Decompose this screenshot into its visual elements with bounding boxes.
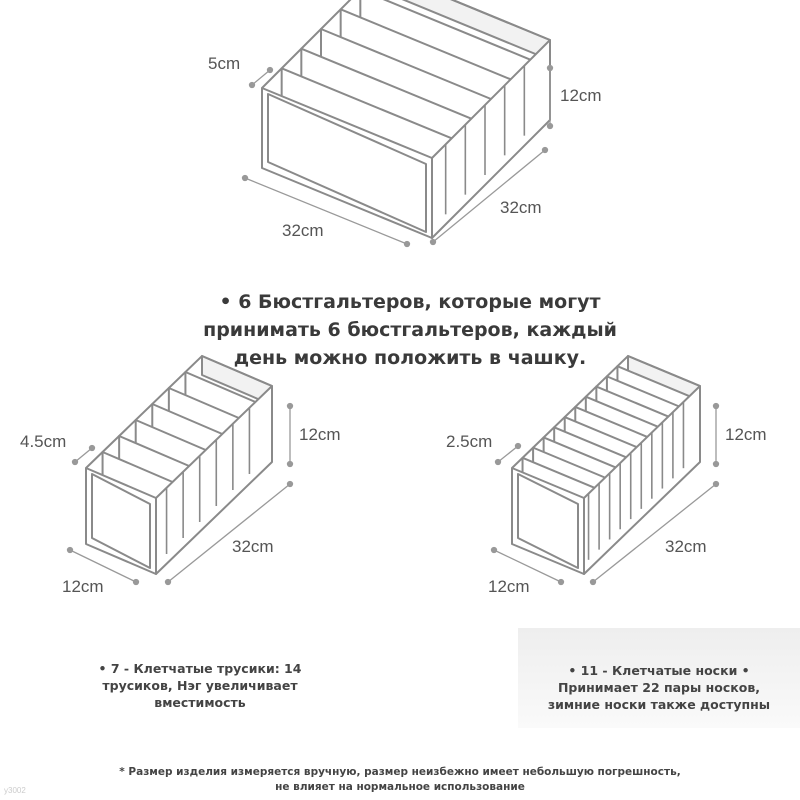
right-caption-line: Принимает 22 пары носков, [557,680,761,695]
left-organizer-box [85,354,273,575]
main-caption: • 6 Бюстгальтеров, которые могут принима… [150,288,670,372]
left-width-label: 12cm [62,577,104,596]
right-caption: • 11 - Клетчатые носки • Принимает 22 па… [518,662,800,713]
top-height-label: 12cm [560,86,602,105]
right-length-label: 32cm [665,537,707,556]
right-width-label: 12cm [488,577,530,596]
right-caption-line: зимние носки также доступны [547,697,771,712]
main-caption-line: принимать 6 бюстгальтеров, каждый [203,319,617,341]
main-caption-line: • 6 Бюстгальтеров, которые могут [219,291,601,313]
right-slot-depth-label: 2.5cm [446,432,492,451]
left-caption-line: вместимость [154,695,246,710]
left-caption-line: трусиков, Нэг увеличивает [102,678,298,693]
left-caption: • 7 - Клетчатые трусики: 14 трусиков, Нэ… [60,660,340,711]
watermark: y3002 [4,786,26,795]
footnote: * Размер изделия измеряется вручную, раз… [60,765,740,795]
top-length-label: 32cm [500,198,542,217]
right-caption-background [518,628,800,728]
top-organizer-box [261,0,551,239]
left-length-label: 32cm [232,537,274,556]
front-face-inner [91,473,151,569]
top-rim [511,354,701,469]
left-dimension-lines [66,402,294,586]
top-slot-depth-label: 5cm [208,54,240,73]
right-dimension-lines [490,402,720,586]
right-organizer-box [511,354,701,575]
front-face-inner [517,473,579,569]
main-caption-line: день можно положить в чашку. [233,347,587,369]
top-width-label: 32cm [282,221,324,240]
right-caption-line: • 11 - Клетчатые носки • [568,663,750,678]
right-height-label: 12cm [725,425,767,444]
footnote-line: * Размер изделия измеряется вручную, раз… [119,766,681,778]
top-rim [261,0,551,89]
front-face-inner [267,93,427,233]
left-height-label: 12cm [299,425,341,444]
left-caption-line: • 7 - Клетчатые трусики: 14 [98,661,302,676]
top-dimension-lines [241,64,554,248]
top-rim [85,354,273,469]
footnote-line: не влияет на нормальное использование [275,781,525,793]
left-slot-depth-label: 4.5cm [20,432,66,451]
